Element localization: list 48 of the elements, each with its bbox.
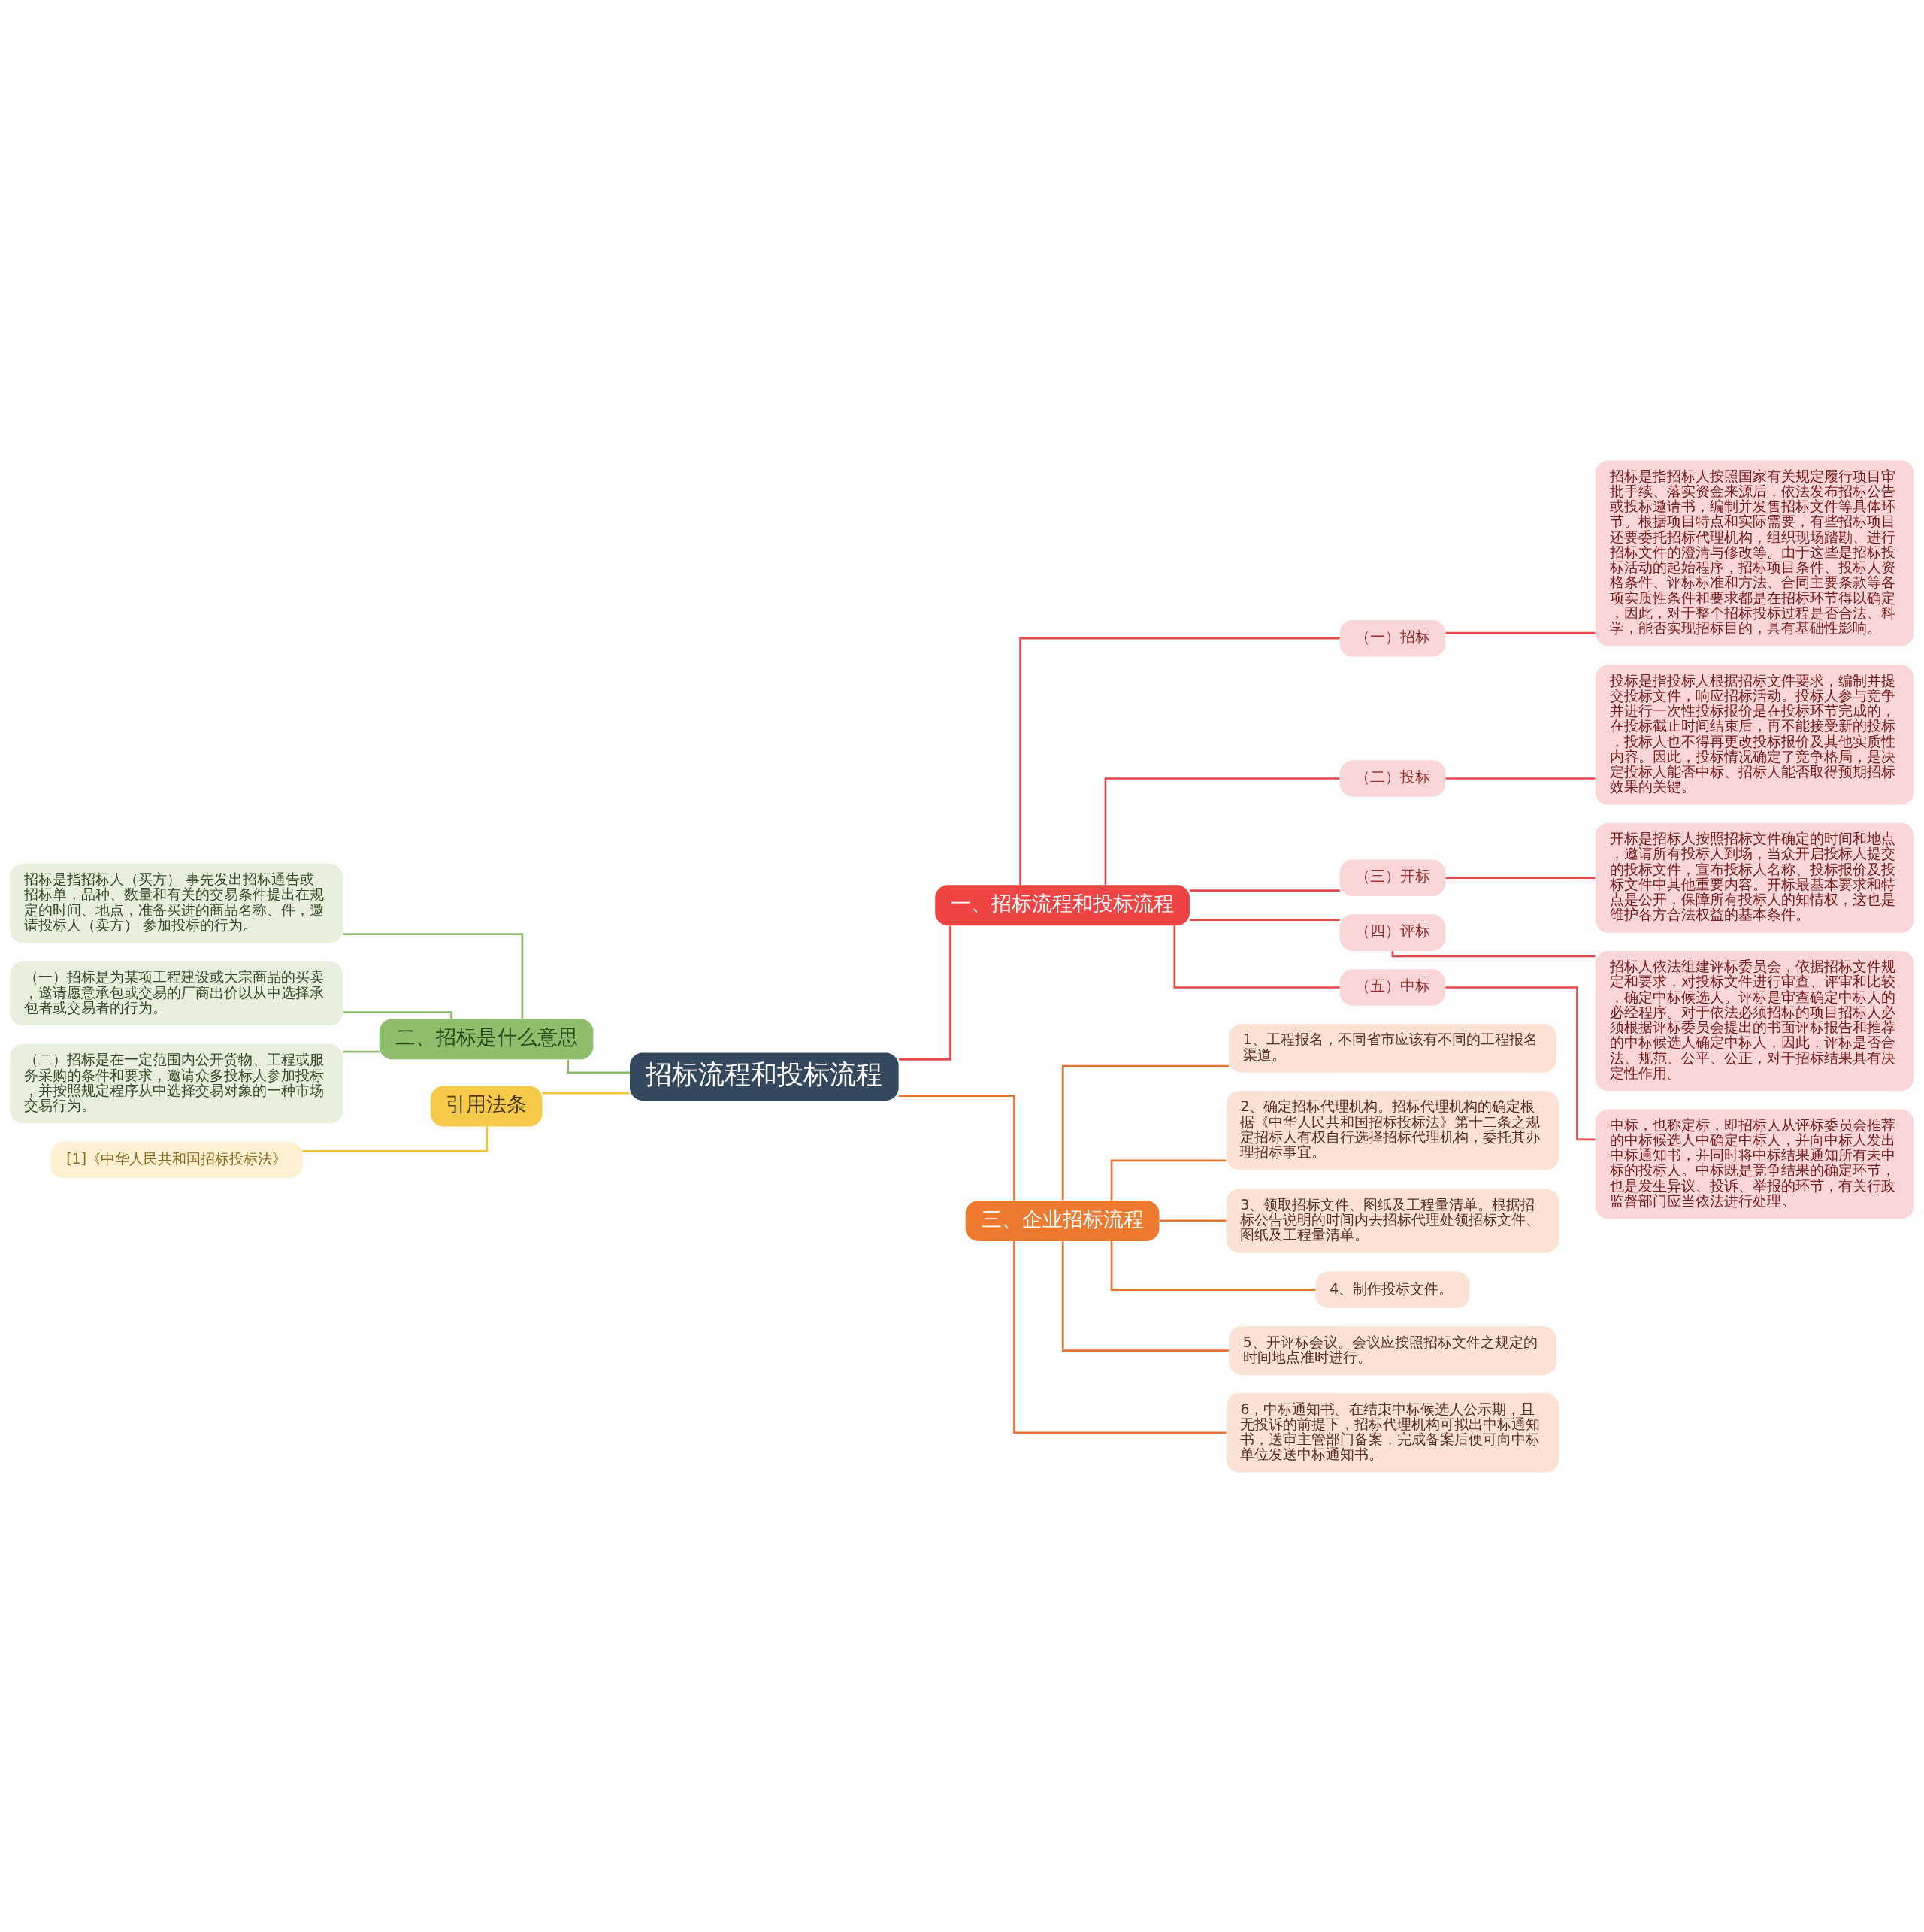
connector (1391, 950, 1596, 957)
node-box: （二）投标 (1339, 759, 1446, 797)
node-box: 投标是指投标人根据招标文件要求，编制并提交投标文件，响应招标活动。投标人参与竞争并进行一次性投标报价是在投标环节完成的，在投标截止时间结束后，再不能接受新的投标，投标人也不得再更改投标报价及其他实质性内容。因此，投标情况确定了竞争格局，是决定投标人能否中标、招标人能否取得预期招标效果的关键。 (1595, 664, 1914, 805)
node-box: 招标人依法组建评标委员会，依据招标文件规定和要求，对投标文件进行审查、评审和比较，确定中标候选人。评标是审查确定中标人的必经程序。对于依法必须招标的项目招标人必须根据评标委员会提出的书面评标报告和推荐的中标候选人确定中标人，因此，评标是否合法、规范、公平、公正，对于招标结果具有决定性作用。 (1595, 950, 1914, 1091)
connector (343, 932, 524, 1019)
connector (1019, 637, 1340, 885)
node-box: （五）中标 (1339, 968, 1446, 1006)
connector (1061, 1240, 1229, 1352)
node-box: （一）招标是为某项工程建设或大宗商品的买卖，邀请愿意承包或交易的厂商出价以从中选择承包者或交易者的行为。 (10, 961, 343, 1025)
node-box: 1、工程报名，不同省市应该有不同的工程报名渠道。 (1228, 1023, 1556, 1073)
node-box: 招标是指招标人按照国家有关规定履行项目审批手续、落实资金来源后，依法发布招标公告或投标邀请书，编制并发售招标文件等具体环节。根据项目特点和实际需要，有些招标项目还要委托招标代理机构，组织现场踏勘、进行招标文件的澄清与修改等。由于这些是招标投标活动的起始程序，招标项目条件、投标人资格条件、评标标准和方法、合同主要条款等各项实质性条件和要求都是在招标环节得以确定，因此，对于整个招标投标过程是否合法、科学，能否实现招标目的，具有基础性影响。 (1595, 459, 1914, 646)
connector (1190, 889, 1340, 892)
connector (1104, 777, 1340, 885)
node-box: 开标是招标人按照招标文件确定的时间和地点，邀请所有投标人到场，当众开启投标人提交的投标文件，宣布投标人名称、投标报价及投标文件中其他重要内容。开标最基本要求和特点是公开，保障所有投标人的知情权，这也是维护各方合法权益的基本条件。 (1595, 822, 1914, 933)
connector (1160, 1219, 1227, 1222)
connector (343, 1050, 380, 1053)
connector (1445, 631, 1596, 634)
connector (1445, 777, 1596, 780)
node-box: 3、领取招标文件、图纸及工程量清单。根据招标公告说明的时间内去招标代理处领招标文件、图纸及工程量清单。 (1226, 1188, 1559, 1252)
node-box: 招标流程和投标流程 (630, 1052, 899, 1101)
node-box: （三）开标 (1339, 858, 1446, 896)
node-box: 引用法条 (430, 1085, 543, 1126)
node-box: （二）招标是在一定范围内公开货物、工程或服务采购的条件和要求，邀请众多投标人参加投标，并按照规定程序从中选择交易对象的一种市场交易行为。 (10, 1043, 343, 1123)
connector (1061, 1064, 1229, 1201)
connector (1173, 925, 1340, 989)
connector (1013, 1240, 1227, 1434)
node-box: 三、企业招标流程 (965, 1200, 1160, 1241)
node-box: （一）招标 (1339, 619, 1446, 657)
connector (1445, 876, 1596, 879)
connector (1110, 1159, 1227, 1201)
connector (343, 1010, 452, 1019)
connector (1190, 918, 1340, 921)
node-box: 中标，也称定标，即招标人从评标委员会推荐的中标候选人中确定中标人，并向中标人发出中标通知书，并同时将中标结果通知所有未中标的投标人。中标既是竞争结果的确定环节，也是发生异议、投诉、举报的环节，有关行政监督部门应当依法进行处理。 (1595, 1108, 1914, 1219)
node-box: 一、招标流程和投标流程 (935, 884, 1190, 925)
node-box: 4、制作投标文件。 (1315, 1270, 1470, 1308)
node-box: 二、招标是什么意思 (379, 1018, 594, 1059)
connector (898, 1094, 1015, 1201)
node-box: 招标是指招标人（买方） 事先发出招标通告或招标单，品种、数量和有关的交易条件提出在规定的时间、地点，准备买进的商品名称、件，邀请投标人（卖方） 参加投标的行为。 (10, 863, 343, 943)
connector (542, 1092, 630, 1095)
connector (1110, 1240, 1316, 1291)
node-box: （四）评标 (1339, 913, 1446, 951)
node-box: [1]《中华人民共和国招标投标法》 (50, 1141, 303, 1178)
connector (899, 925, 951, 1061)
connector (1445, 986, 1596, 1140)
node-box: 6，中标通知书。在结束中标候选人公示期，且无投诉的前提下，招标代理机构可拟出中标通知书，送审主管部门备案，完成备案后便可向中标单位发送中标通知书。 (1226, 1392, 1559, 1473)
node-box: 2、确定招标代理机构。招标代理机构的确定根据《中华人民共和国招标投标法》第十二条之规定招标人有权自行选择招标代理机构，委托其办理招标事宜。 (1226, 1090, 1559, 1170)
node-box: 5、开评标会议。会议应按照招标文件之规定的时间地点准时进行。 (1228, 1325, 1556, 1375)
connector (567, 1059, 630, 1074)
